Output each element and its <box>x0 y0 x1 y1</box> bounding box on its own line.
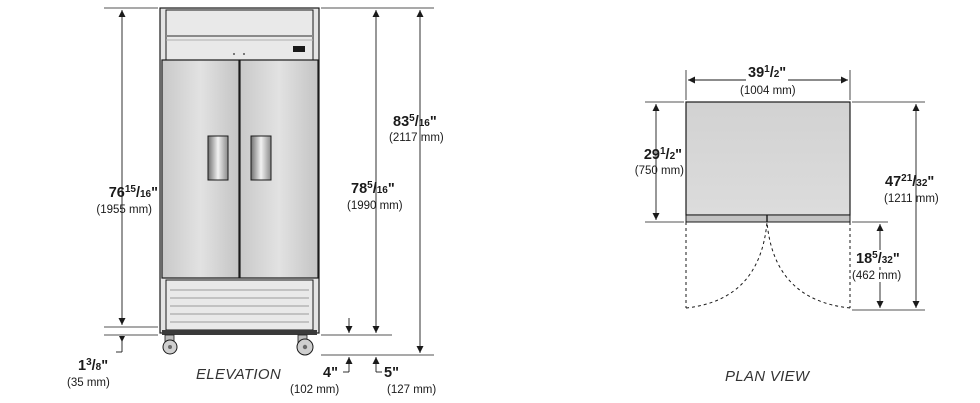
dim-swing-label: 185/32" <box>856 250 900 267</box>
dim-4-metric: (102 mm) <box>290 384 340 396</box>
plan-door-strip <box>685 214 851 223</box>
dim-4-label: 4" <box>323 365 338 381</box>
dim-83-label: 835/16" <box>393 113 437 130</box>
dim-swing-metric: (462 mm) <box>852 270 902 282</box>
dim-depth-total-metric: (1211 mm) <box>884 193 939 205</box>
elevation-caption: ELEVATION <box>196 366 281 383</box>
dim-78-label: 785/16" <box>351 180 395 197</box>
dim-1-3-8-metric: (35 mm) <box>67 377 110 389</box>
door-swing-left <box>685 221 768 309</box>
elevation-view <box>104 7 434 373</box>
handle-left <box>207 135 229 181</box>
controller-display <box>293 46 305 52</box>
dim-depth-cabinet-metric: (750 mm) <box>634 165 684 177</box>
plan-cabinet <box>685 101 851 216</box>
handle-right <box>250 135 272 181</box>
dim-width-metric: (1004 mm) <box>740 85 796 97</box>
dim-78-metric: (1990 mm) <box>347 200 403 212</box>
plan-view <box>645 70 925 311</box>
dim-5-metric: (127 mm) <box>387 384 437 396</box>
dim-83-metric: (2117 mm) <box>389 132 444 144</box>
base-rail <box>162 330 317 335</box>
dim-depth-cabinet-label: 291/2" <box>643 146 682 163</box>
dim-1-3-8-label: 13/8" <box>78 357 109 374</box>
plan-view-caption: PLAN VIEW <box>725 368 810 385</box>
dim-76-label: 7615/16" <box>108 184 158 201</box>
dim-5-label: 5" <box>384 365 399 381</box>
dim-76-metric: (1955 mm) <box>96 204 152 216</box>
door-right <box>239 59 319 279</box>
door-swing-right <box>766 221 851 309</box>
dim-width-label: 391/2" <box>746 64 789 81</box>
dim-depth-total-label: 4721/32" <box>885 173 935 190</box>
